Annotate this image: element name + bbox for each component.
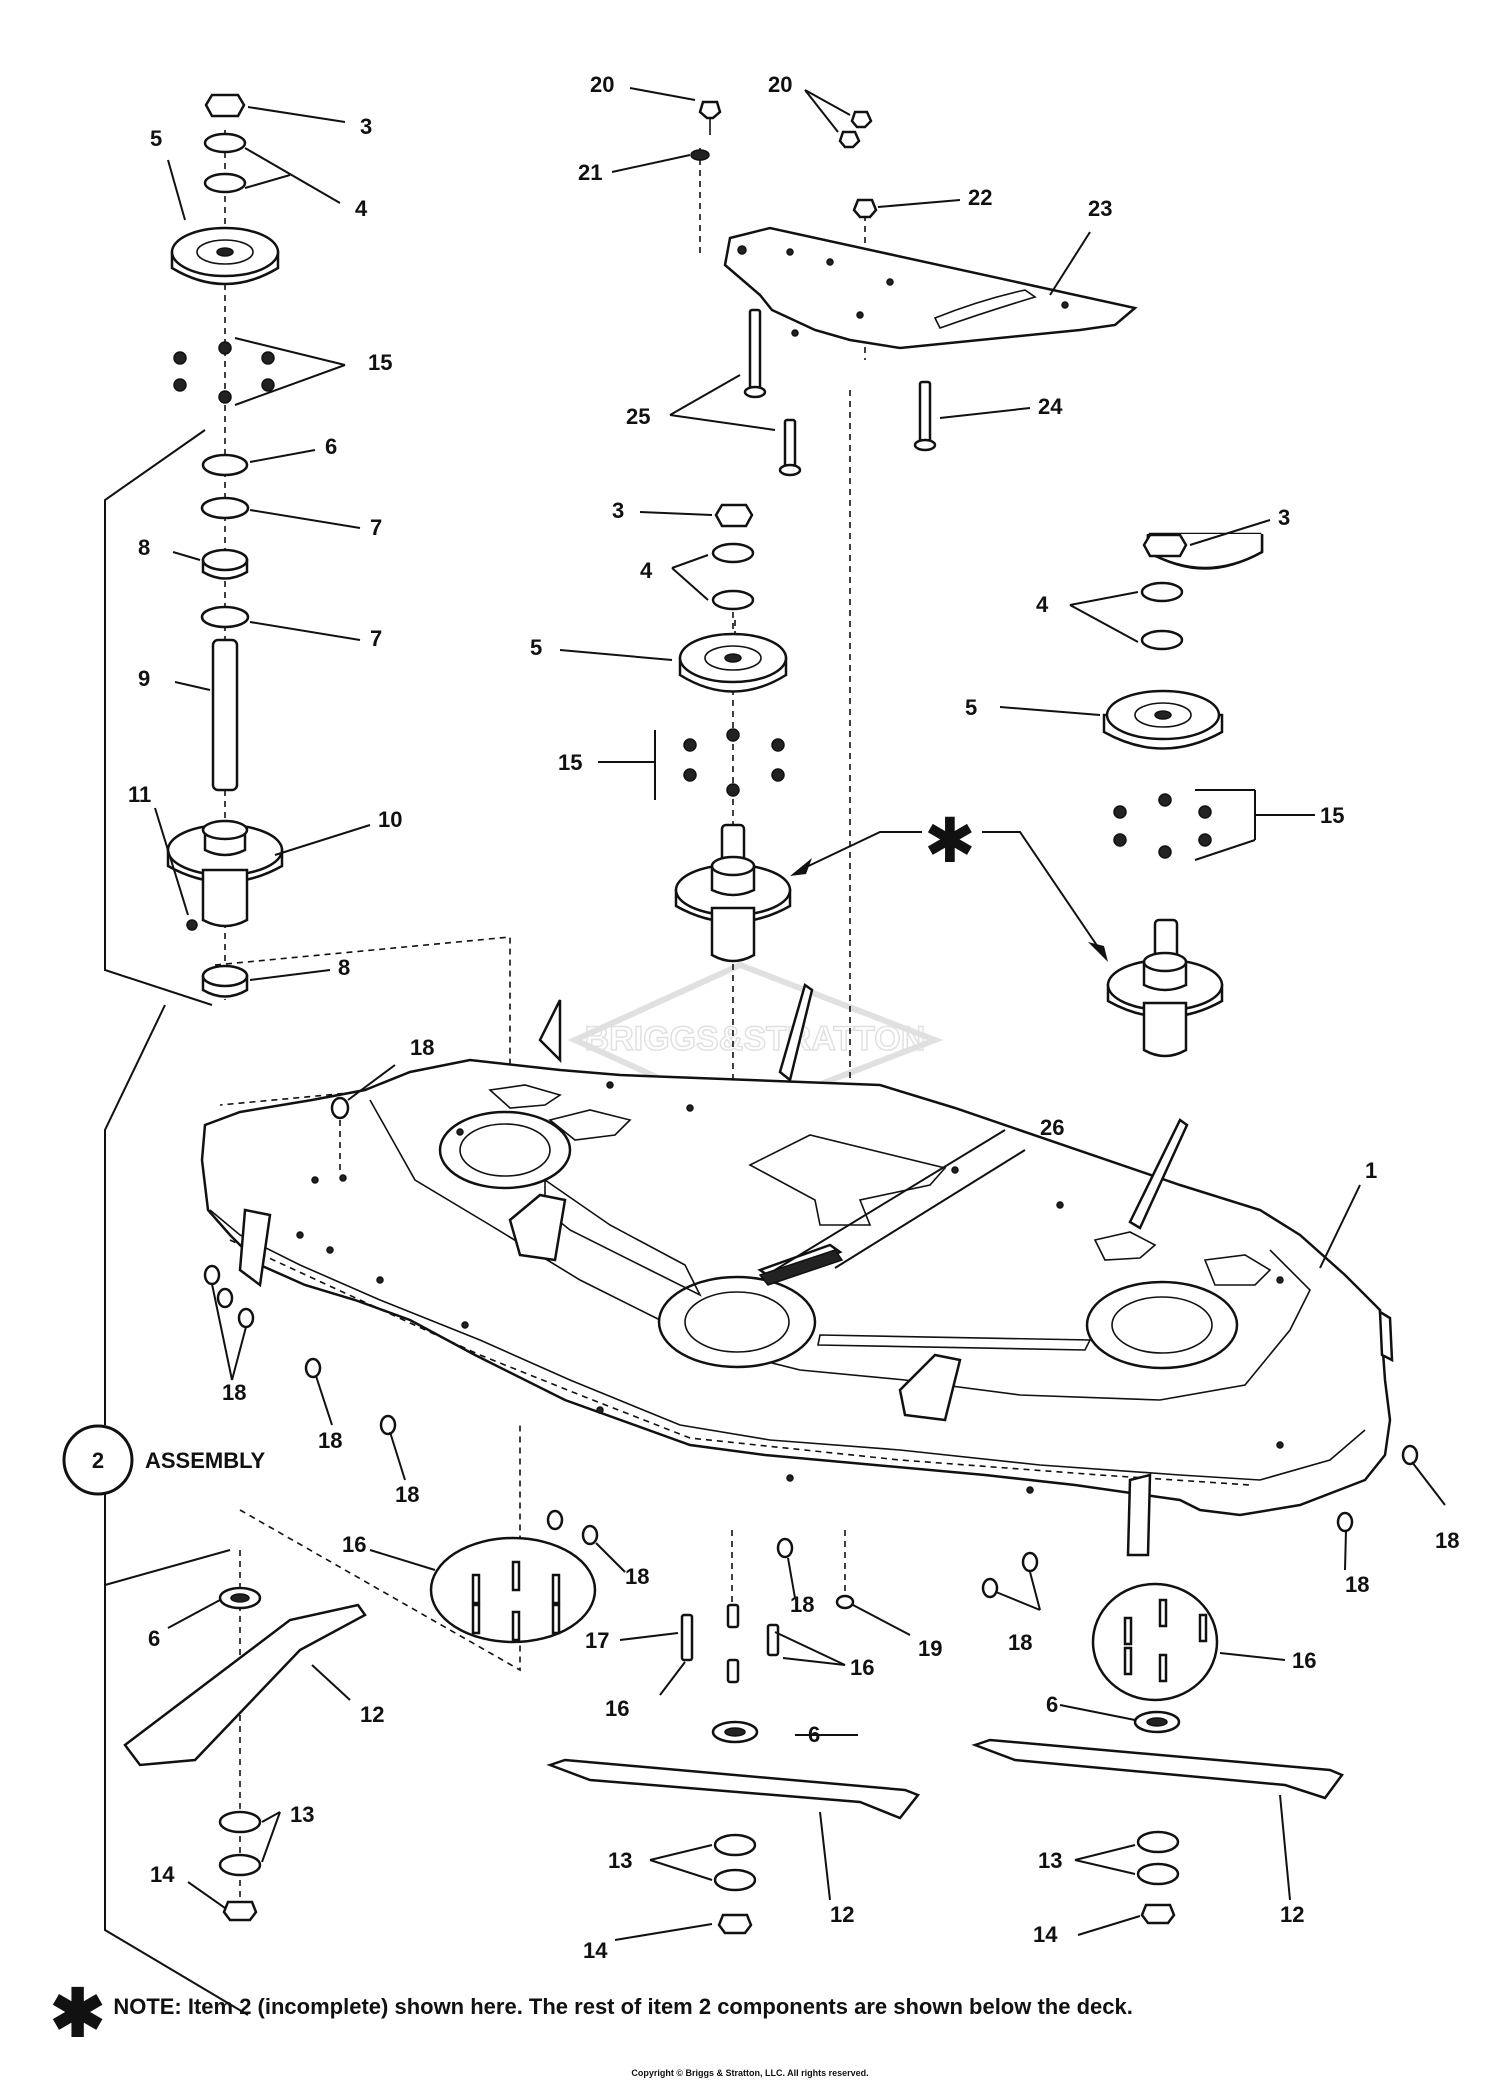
center-top-plate (690, 100, 1138, 1225)
callout-label: 8 (138, 535, 150, 560)
callout-label: 4 (355, 196, 368, 221)
callout-label: 23 (1088, 196, 1112, 221)
callout-label: 18 (410, 1035, 434, 1060)
callout-label: 18 (625, 1564, 649, 1589)
callout-label: 5 (965, 695, 977, 720)
footnote-text: NOTE: Item 2 (incomplete) shown here. Th… (113, 1994, 1133, 2019)
right-spindle-stack (1102, 532, 1264, 1058)
callout-label: 22 (968, 185, 992, 210)
callout-label: 18 (318, 1428, 342, 1453)
callout-label: 3 (612, 498, 624, 523)
callout-label: 16 (342, 1532, 366, 1557)
callout-label: 6 (1046, 1692, 1058, 1717)
callout-label: 5 (150, 126, 162, 151)
callout-label: 4 (640, 558, 653, 583)
callout-label: 24 (1038, 394, 1063, 419)
right-blade-section (971, 1582, 1344, 1925)
callout-label: 12 (830, 1902, 854, 1927)
center-blade-section (546, 1603, 921, 1935)
callout-label: 21 (578, 160, 602, 185)
callout-label: 25 (626, 404, 650, 429)
callout-label: 7 (370, 515, 382, 540)
callout-label: 18 (790, 1592, 814, 1617)
copyright-text: Copyright © Briggs & Stratton, LLC. All … (631, 2068, 869, 2078)
callout-label: 18 (222, 1380, 246, 1405)
callout-labels: 3 4 5 15 6 7 8 7 9 11 10 8 20 20 21 22 2… (128, 72, 1459, 1963)
callout-label: 20 (590, 72, 614, 97)
callout-label: 16 (850, 1655, 874, 1680)
callout-label: 6 (148, 1626, 160, 1651)
callout-label: 15 (558, 750, 582, 775)
callout-label: 12 (360, 1702, 384, 1727)
callout-label: 13 (608, 1848, 632, 1873)
left-blade-section (123, 1425, 521, 1922)
callout-label: 15 (1320, 803, 1344, 828)
center-spindle-stack (674, 503, 792, 963)
callout-label: 16 (605, 1696, 629, 1721)
callout-label: 3 (1278, 505, 1290, 530)
svg-text:✱: ✱ (924, 804, 976, 877)
callout-label: 14 (1033, 1922, 1058, 1947)
callout-label: 26 (1040, 1115, 1064, 1140)
callout-label: 18 (1435, 1528, 1459, 1553)
callout-label: 17 (585, 1628, 609, 1653)
callout-label: 4 (1036, 592, 1049, 617)
mower-deck (200, 936, 1394, 1557)
assembly-label: ASSEMBLY (145, 1448, 266, 1473)
callout-label: 8 (338, 955, 350, 980)
callout-label: 13 (290, 1802, 314, 1827)
callout-label: 14 (150, 1862, 175, 1887)
callout-label: 19 (918, 1636, 942, 1661)
callout-label: 15 (368, 350, 392, 375)
asterisk-pointers: ✱ (790, 804, 1108, 962)
callout-label: 6 (325, 434, 337, 459)
assembly-bracket (62, 429, 249, 2016)
callout-label: 18 (1008, 1630, 1032, 1655)
callout-label: 1 (1365, 1158, 1377, 1183)
asterisk-icon: ✱ (50, 1976, 106, 2050)
callout-label: 3 (360, 114, 372, 139)
footnote: ✱ NOTE: Item 2 (incomplete) shown here. T… (50, 1975, 1470, 2052)
callout-label: 18 (395, 1482, 419, 1507)
leader-lines (154, 87, 1446, 1941)
callout-label: 16 (1292, 1648, 1316, 1673)
callout-label: 11 (128, 782, 151, 807)
assembly-number: 2 (92, 1448, 104, 1473)
svg-text:BRIGGS&STRATTON: BRIGGS&STRATTON (585, 1020, 926, 1058)
callout-label: 9 (138, 666, 150, 691)
callout-label: 12 (1280, 1902, 1304, 1927)
callout-label: 13 (1038, 1848, 1062, 1873)
callout-label: 7 (370, 626, 382, 651)
left-spindle-stack (166, 93, 284, 1000)
callout-label: 14 (583, 1938, 608, 1963)
left-blade-bolts (429, 1536, 597, 1644)
callout-label: 10 (378, 807, 402, 832)
callout-label: 6 (808, 1722, 820, 1747)
callout-label: 20 (768, 72, 792, 97)
callout-label: 18 (1345, 1572, 1369, 1597)
callout-label: 5 (530, 635, 542, 660)
